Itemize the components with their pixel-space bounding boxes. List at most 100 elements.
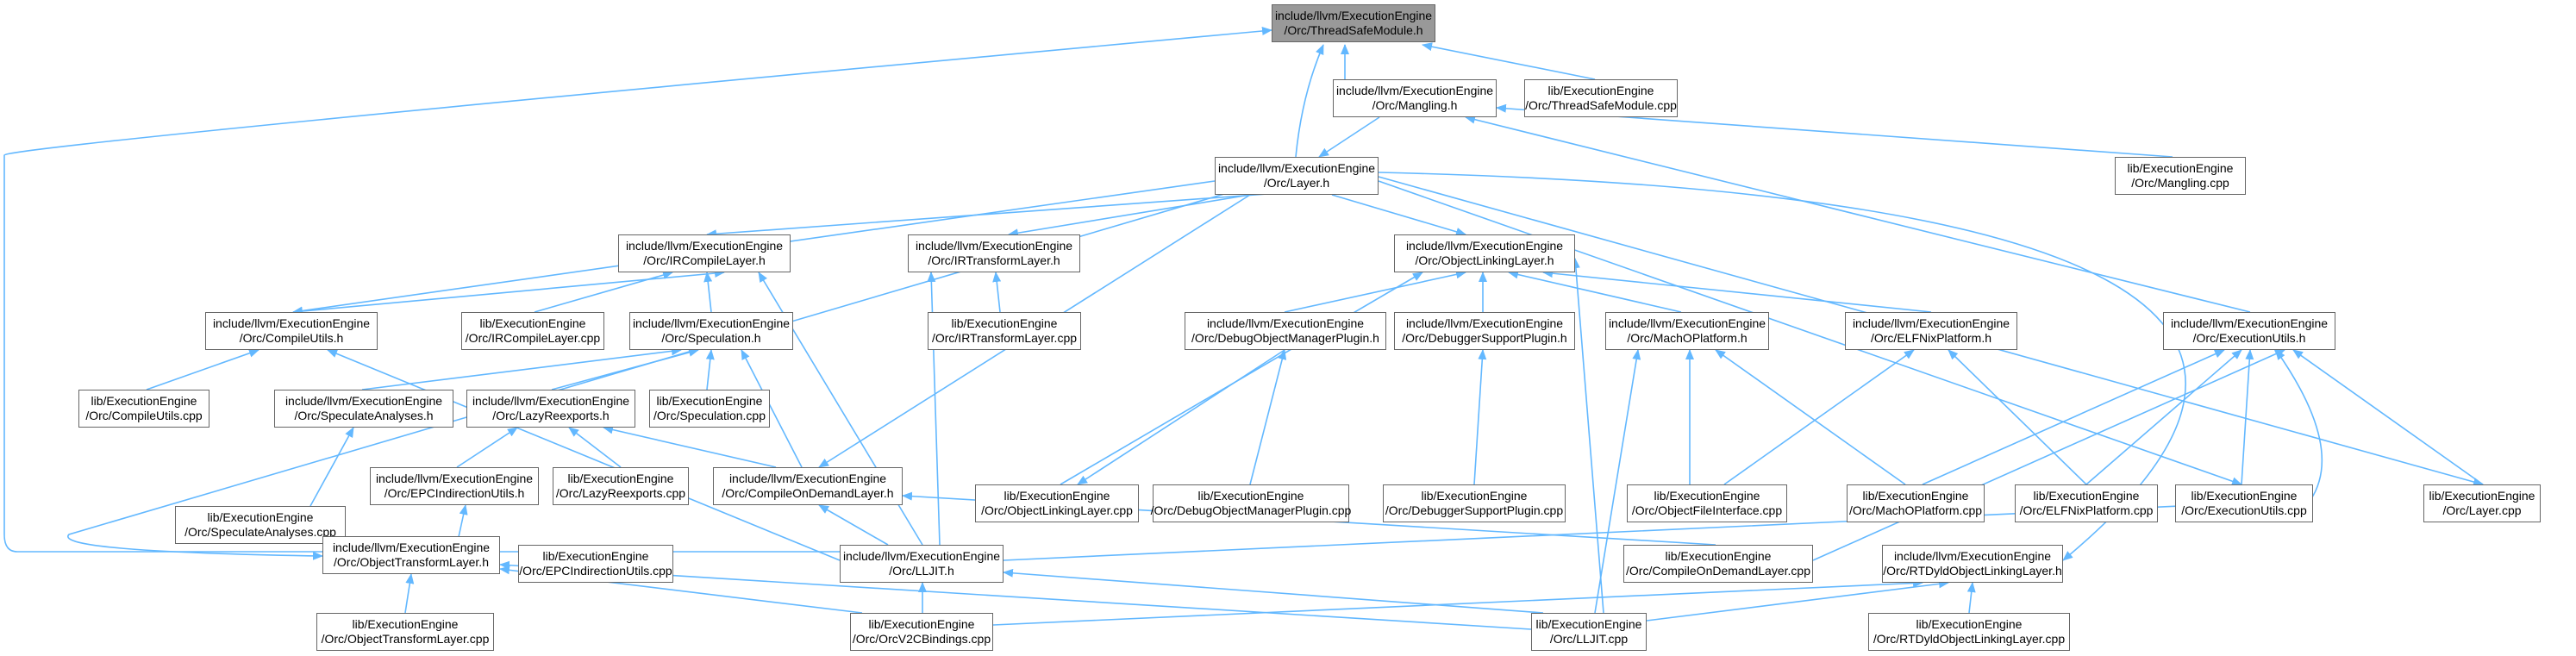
node-label-line2: /Orc/LazyReexports.h: [492, 409, 610, 422]
node-lljit-h[interactable]: include/llvm/ExecutionEngine /Orc/LLJIT.…: [840, 545, 1004, 583]
node-label-line2: /Orc/OrcV2CBindings.cpp: [852, 632, 991, 646]
node-orcv2cbindings-cpp[interactable]: lib/ExecutionEngine /Orc/OrcV2CBindings.…: [850, 613, 993, 651]
node-label-line1: include/llvm/ExecutionEngine: [1335, 84, 1494, 97]
node-layer-h[interactable]: include/llvm/ExecutionEngine /Orc/Layer.…: [1215, 157, 1379, 195]
edge-lazycpp-to-lazy: [568, 427, 622, 468]
node-threadsafemodule-h[interactable]: include/llvm/ExecutionEngine /Orc/Thread…: [1272, 4, 1435, 42]
node-objectfileinterface-cpp[interactable]: lib/ExecutionEngine /Orc/ObjectFileInter…: [1627, 484, 1787, 522]
node-speculation-cpp[interactable]: lib/ExecutionEngine /Orc/Speculation.cpp: [649, 390, 770, 428]
edge-lljitcpp-from-objlinking: [1571, 258, 1604, 614]
node-epcindirectionutils-h[interactable]: include/llvm/ExecutionEngine /Orc/EPCInd…: [370, 467, 539, 505]
node-objectlinkinglayer-cpp[interactable]: lib/ExecutionEngine /Orc/ObjectLinkingLa…: [975, 484, 1139, 522]
node-label-line2: /Orc/MachOPlatform.cpp: [1848, 503, 1983, 517]
edge-lljit-from-executils: [1003, 349, 2323, 561]
node-machoplatform-cpp[interactable]: lib/ExecutionEngine /Orc/MachOPlatform.c…: [1847, 484, 1985, 522]
node-compileondemandlayer-cpp[interactable]: lib/ExecutionEngine /Orc/CompileOnDemand…: [1623, 545, 1813, 583]
node-rtdyldobjectlinkinglayer-h[interactable]: include/llvm/ExecutionEngine /Orc/RTDyld…: [1882, 545, 2063, 583]
node-label-line2: /Orc/DebugObjectManagerPlugin.h: [1191, 331, 1379, 345]
node-label-line1: include/llvm/ExecutionEngine: [632, 316, 791, 330]
edge-elfnix-to-objlinking: [1542, 269, 1932, 313]
node-label-line2: /Orc/MachOPlatform.h: [1627, 331, 1748, 345]
node-label-line2: /Orc/ThreadSafeModule.cpp: [1525, 98, 1677, 112]
edge-speculation-to-ircompile: [703, 272, 713, 313]
node-label-line2: /Orc/Speculation.cpp: [653, 409, 766, 422]
node-threadsafemodule-cpp[interactable]: lib/ExecutionEngine /Orc/ThreadSafeModul…: [1524, 79, 1678, 117]
node-ircompilelayer-h[interactable]: include/llvm/ExecutionEngine /Orc/IRComp…: [618, 234, 791, 272]
node-label-line2: /Orc/ThreadSafeModule.h: [1284, 23, 1423, 37]
node-label-line1: include/llvm/ExecutionEngine: [1893, 549, 2052, 563]
node-irtransformlayer-h[interactable]: include/llvm/ExecutionEngine /Orc/IRTran…: [908, 234, 1080, 272]
node-speculateanalyses-cpp[interactable]: lib/ExecutionEngine /Orc/SpeculateAnalys…: [175, 506, 346, 544]
node-label-line1: include/llvm/ExecutionEngine: [212, 316, 371, 330]
edge-compileutils-from-ircompile: [292, 269, 725, 313]
node-label-line2: /Orc/ObjectTransformLayer.cpp: [321, 632, 490, 646]
node-label-line2: /Orc/CompileOnDemandLayer.h: [722, 486, 894, 500]
node-label-line1: lib/ExecutionEngine: [567, 472, 674, 485]
edge-lljit-from-compileondemand: [818, 504, 889, 546]
node-compileutils-cpp[interactable]: lib/ExecutionEngine /Orc/CompileUtils.cp…: [78, 390, 209, 428]
node-label-line1: include/llvm/ExecutionEngine: [1217, 161, 1376, 175]
node-compileondemandlayer-h[interactable]: include/llvm/ExecutionEngine /Orc/Compil…: [713, 467, 903, 505]
node-debugobjectmanagerplugin-cpp[interactable]: lib/ExecutionEngine /Orc/DebugObjectMana…: [1151, 484, 1351, 522]
node-label-line1: include/llvm/ExecutionEngine: [1405, 239, 1564, 253]
node-objectlinkinglayer-h[interactable]: include/llvm/ExecutionEngine /Orc/Object…: [1394, 234, 1575, 272]
node-label-line2: /Orc/LazyReexports.cpp: [555, 486, 686, 500]
node-epcindirectionutils-cpp[interactable]: lib/ExecutionEngine /Orc/EPCIndirectionU…: [518, 545, 673, 583]
edge-lljitcpp-to-lljit: [1003, 568, 1544, 614]
node-label-line2: /Orc/LLJIT.h: [889, 564, 954, 578]
node-debugobjectmanagerplugin-h[interactable]: include/llvm/ExecutionEngine /Orc/DebugO…: [1185, 312, 1386, 350]
node-ircompilelayer-cpp[interactable]: lib/ExecutionEngine /Orc/IRCompileLayer.…: [461, 312, 604, 350]
node-speculateanalyses-h[interactable]: include/llvm/ExecutionEngine /Orc/Specul…: [274, 390, 453, 428]
node-elfnixplatform-cpp[interactable]: lib/ExecutionEngine /Orc/ELFNixPlatform.…: [2015, 484, 2158, 522]
node-label-line1: include/llvm/ExecutionEngine: [284, 394, 443, 408]
node-label-line2: /Orc/RTDyldObjectLinkingLayer.cpp: [1873, 632, 2066, 646]
node-label-line1: lib/ExecutionEngine: [2191, 489, 2298, 503]
node-label-line1: include/llvm/ExecutionEngine: [915, 239, 1073, 253]
node-mangling-cpp[interactable]: lib/ExecutionEngine /Orc/Mangling.cpp: [2115, 157, 2246, 195]
node-label-line1: lib/ExecutionEngine: [1862, 489, 1969, 503]
edge-rtdyldcpp-to-rtdyld: [1966, 582, 1976, 614]
node-layer-cpp[interactable]: lib/ExecutionEngine /Orc/Layer.cpp: [2423, 484, 2541, 522]
edge-machocpp-to-macho: [1715, 349, 1906, 485]
node-executionutils-cpp[interactable]: lib/ExecutionEngine /Orc/ExecutionUtils.…: [2175, 484, 2313, 522]
node-label-line1: lib/ExecutionEngine: [1197, 489, 1304, 503]
node-debuggersupportplugin-cpp[interactable]: lib/ExecutionEngine /Orc/DebuggerSupport…: [1383, 484, 1566, 522]
edge-compileondemand-from-speculation: [741, 349, 803, 468]
node-label-line1: lib/ExecutionEngine: [1547, 84, 1654, 97]
node-label-line2: /Orc/IRTransformLayer.h: [928, 253, 1060, 267]
node-executionutils-h[interactable]: include/llvm/ExecutionEngine /Orc/Execut…: [2163, 312, 2335, 350]
edge-execcpp-to-executils: [2241, 349, 2254, 485]
node-label-line1: include/llvm/ExecutionEngine: [375, 472, 534, 485]
node-lazyreexports-h[interactable]: include/llvm/ExecutionEngine /Orc/LazyRe…: [466, 390, 635, 428]
node-label-line2: /Orc/Mangling.cpp: [2131, 176, 2229, 190]
node-label-line2: /Orc/ObjectTransformLayer.h: [334, 555, 489, 569]
node-label-line1: lib/ExecutionEngine: [2127, 161, 2234, 175]
edge-rtdyld-to-layer: [1378, 172, 2186, 561]
node-machoplatform-h[interactable]: include/llvm/ExecutionEngine /Orc/MachOP…: [1605, 312, 1769, 350]
edge-elfnixcpp-to-elfnix: [1948, 349, 2087, 485]
node-label-line2: /Orc/EPCIndirectionUtils.h: [384, 486, 525, 500]
node-label-line1: include/llvm/ExecutionEngine: [1405, 316, 1564, 330]
node-objecttransformlayer-cpp[interactable]: lib/ExecutionEngine /Orc/ObjectTransform…: [316, 613, 494, 651]
edge-compileutilscpp-to-compileutils: [146, 348, 259, 390]
node-label-line1: lib/ExecutionEngine: [2429, 489, 2535, 503]
node-label-line1: include/llvm/ExecutionEngine: [1274, 9, 1433, 22]
node-lljit-cpp[interactable]: lib/ExecutionEngine /Orc/LLJIT.cpp: [1531, 613, 1647, 651]
node-mangling-h[interactable]: include/llvm/ExecutionEngine /Orc/Mangli…: [1333, 79, 1497, 117]
edge-objfileif-from-elfnix: [1723, 349, 1915, 485]
edge-ircompilecpp-to-ircompile: [534, 271, 673, 313]
node-label-line2: /Orc/Mangling.h: [1372, 98, 1458, 112]
node-rtdyldobjectlinkinglayer-cpp[interactable]: lib/ExecutionEngine /Orc/RTDyldObjectLin…: [1868, 613, 2070, 651]
node-label-line1: lib/ExecutionEngine: [1654, 489, 1760, 503]
node-label-line1: lib/ExecutionEngine: [2033, 489, 2140, 503]
node-compileutils-h[interactable]: include/llvm/ExecutionEngine /Orc/Compil…: [205, 312, 378, 350]
node-label-line2: /Orc/RTDyldObjectLinkingLayer.h: [1883, 564, 2062, 578]
node-label-line1: lib/ExecutionEngine: [951, 316, 1058, 330]
node-debuggersupportplugin-h[interactable]: include/llvm/ExecutionEngine /Orc/Debugg…: [1394, 312, 1575, 350]
node-objecttransformlayer-h[interactable]: include/llvm/ExecutionEngine /Orc/Object…: [322, 536, 500, 574]
node-speculation-h[interactable]: include/llvm/ExecutionEngine /Orc/Specul…: [629, 312, 793, 350]
node-lazyreexports-cpp[interactable]: lib/ExecutionEngine /Orc/LazyReexports.c…: [553, 467, 689, 505]
node-label-line1: lib/ExecutionEngine: [207, 510, 314, 524]
node-irtransformlayer-cpp[interactable]: lib/ExecutionEngine /Orc/IRTransformLaye…: [928, 312, 1081, 350]
node-elfnixplatform-h[interactable]: include/llvm/ExecutionEngine /Orc/ELFNix…: [1845, 312, 2017, 350]
